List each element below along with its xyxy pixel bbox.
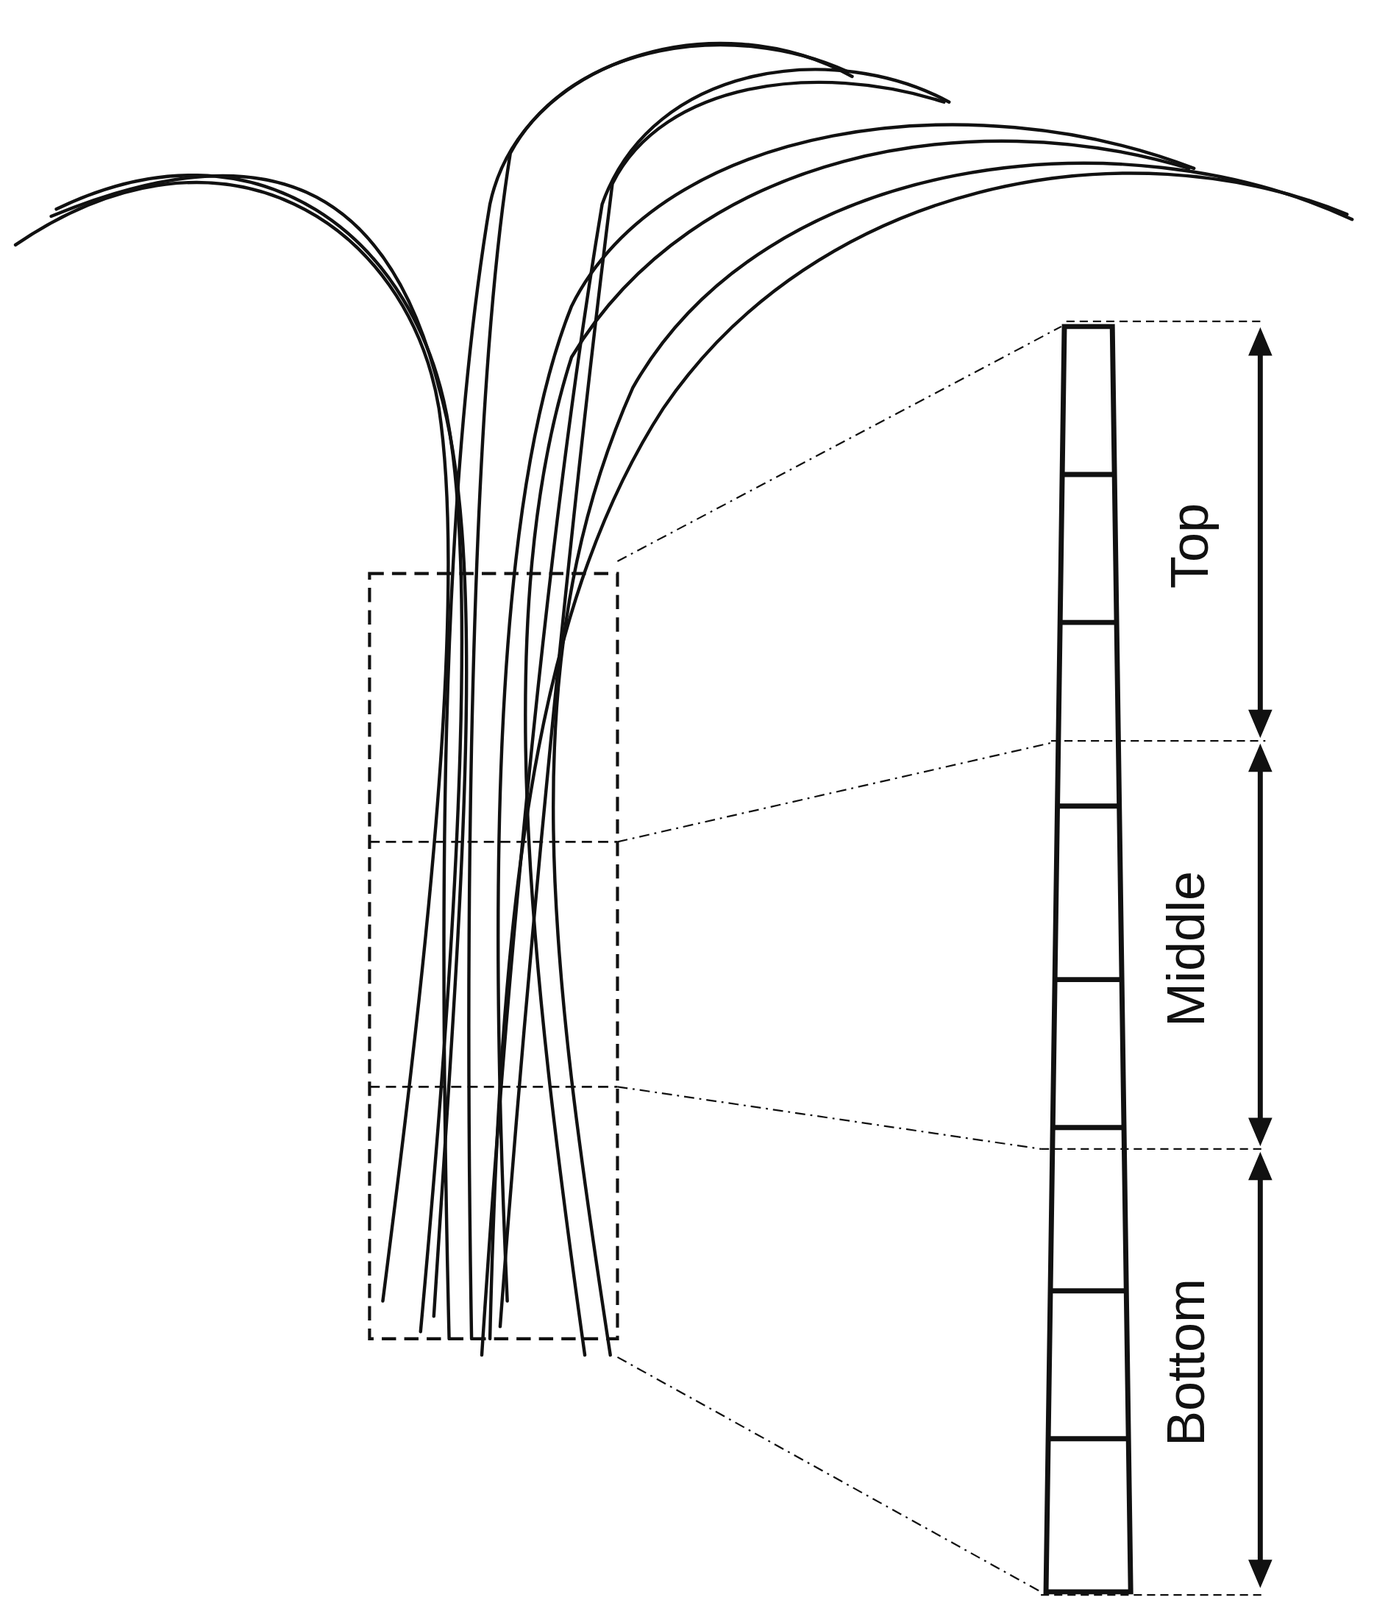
section-label: Top [1162,498,1216,593]
segment-line [1062,472,1115,478]
section-arrows [1248,328,1272,1587]
segment-line [1050,1287,1127,1294]
grass-stems [15,43,1352,1355]
segment-line [1052,1124,1124,1130]
stem-segments [1045,326,1131,1592]
section-label: Middle [1159,866,1213,1032]
projection-lines [617,326,1061,1592]
segment-line [1059,620,1117,626]
section-label: Bottom [1159,1273,1213,1451]
segment-line [1048,1435,1129,1441]
segment-line [1054,976,1122,982]
section-guides [1040,321,1266,1595]
sample-box [369,573,618,1339]
segment-line [1057,803,1120,809]
